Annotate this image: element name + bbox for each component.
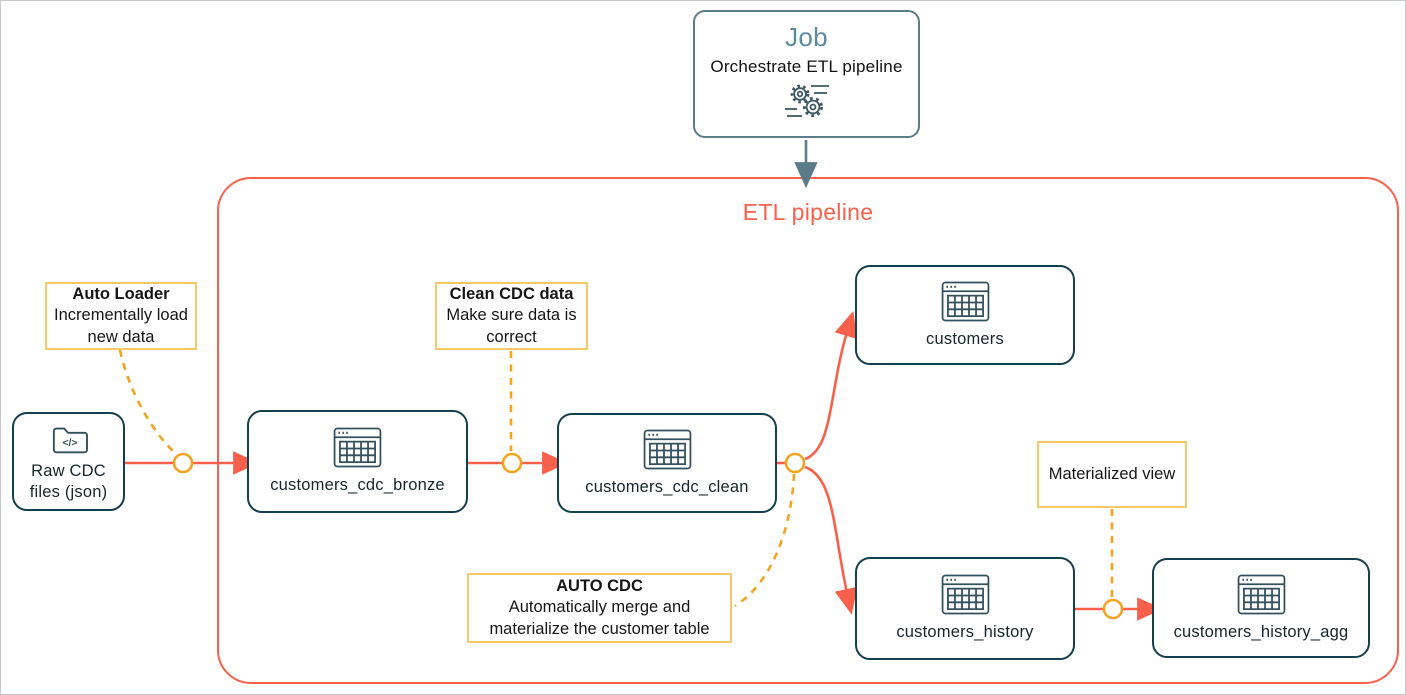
- code-glyph: </>: [62, 438, 77, 449]
- node-label: customers: [926, 329, 1004, 348]
- table-icon: [941, 574, 990, 615]
- node-label: customers_cdc_clean: [585, 477, 749, 496]
- link-auto-loader: [118, 349, 178, 456]
- annotation-title: Clean CDC data: [449, 285, 574, 304]
- annotation-title: AUTO CDC: [556, 577, 643, 596]
- node-customers-cdc-clean: customers_cdc_clean: [557, 413, 777, 513]
- node-customers-history: customers_history: [855, 557, 1075, 660]
- etl-pipeline-title: ETL pipeline: [742, 199, 874, 225]
- annotation-auto-loader: Auto Loader Incrementally load new data: [45, 282, 197, 350]
- annotation-title: Auto Loader: [72, 285, 170, 304]
- node-label: Raw CDC files (json): [29, 461, 108, 501]
- table-icon: [333, 427, 382, 468]
- node-raw-cdc-files: </> Raw CDC files (json): [12, 412, 125, 511]
- annotation-clean-cdc-data: Clean CDC data Make sure data is correct: [435, 282, 588, 350]
- job-node: Job Orchestrate ETL pipeline: [693, 10, 920, 138]
- node-customers-history-agg: customers_history_agg: [1152, 558, 1370, 658]
- annotation-body: Materialized view: [1048, 464, 1176, 483]
- node-label: customers_history: [896, 623, 1034, 642]
- annotation-materialized-view: Materialized view: [1037, 441, 1187, 508]
- node-label: customers_history_agg: [1173, 622, 1349, 641]
- junction-auto-loader: [172, 452, 194, 474]
- table-icon: [941, 281, 990, 322]
- annotation-auto-cdc: AUTO CDC Automatically merge and materia…: [467, 573, 732, 643]
- node-label: customers_cdc_bronze: [270, 476, 445, 495]
- table-icon: [643, 429, 692, 470]
- job-subtitle: Orchestrate ETL pipeline: [710, 57, 903, 76]
- annotation-body: Make sure data is correct: [446, 306, 577, 346]
- annotation-body: Incrementally load new data: [54, 306, 188, 346]
- job-title: Job: [785, 22, 828, 52]
- table-icon: [1237, 574, 1286, 615]
- gears-icon: [782, 81, 832, 126]
- annotation-body: Automatically merge and materialize the …: [489, 598, 710, 638]
- folder-code-icon: </>: [47, 421, 91, 457]
- node-customers: customers: [855, 265, 1075, 365]
- node-customers-cdc-bronze: customers_cdc_bronze: [247, 410, 468, 513]
